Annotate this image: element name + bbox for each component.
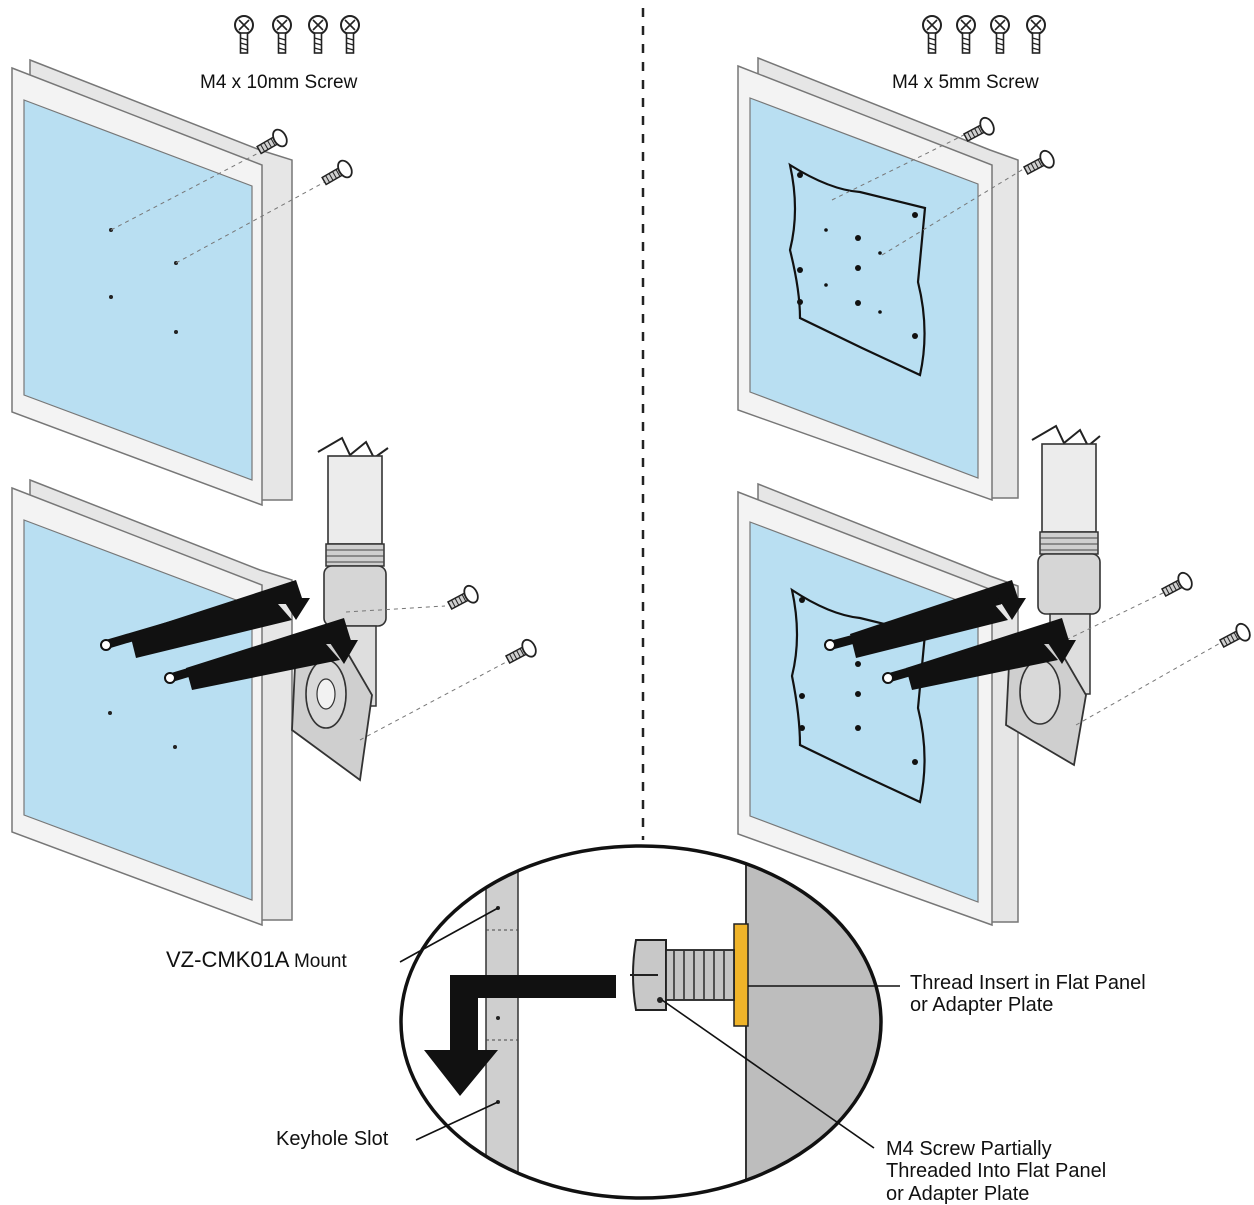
adapter-plate-top [788, 162, 927, 377]
mount-arm-left [291, 436, 389, 782]
mount-model: VZ-CMK01A [166, 947, 290, 972]
down-arrow [130, 580, 358, 690]
keyhole-slot-label: Keyhole Slot [276, 1128, 389, 1150]
detail-view [399, 844, 883, 1200]
leader-line [399, 907, 499, 963]
monitor-right-bottom [737, 482, 1019, 927]
leader-line [415, 1101, 499, 1141]
thread-insert-line2: or Adapter Plate [910, 994, 1054, 1017]
m4-partial-line1: M4 Screw Partially [886, 1138, 1052, 1160]
screw-icon [1026, 15, 1046, 54]
screw-label-left: M4 x 10mm Screw [200, 72, 358, 93]
screw-icon-group-left [234, 15, 360, 54]
screw-icon [318, 157, 356, 190]
screw-icon [1020, 147, 1058, 180]
screw-icon [340, 15, 360, 54]
down-arrow [850, 580, 1076, 690]
screw-icon [234, 15, 254, 54]
screw-icon [990, 15, 1010, 54]
screw-icon [960, 114, 998, 147]
monitor-left-top [11, 58, 333, 507]
monitor-right-top [737, 56, 1019, 502]
screw-label-right: M4 x 5mm Screw [892, 72, 1039, 93]
screw-icon [956, 15, 976, 54]
m4-partial-label: M4 Screw Partially Threaded Into Flat Pa… [886, 1138, 1106, 1205]
screw-icon [444, 582, 482, 615]
mount-label: VZ-CMK01A Mount [166, 947, 347, 973]
mount-word: Mount [293, 951, 347, 972]
thread-insert-line1: Thread Insert in Flat Panel [910, 972, 1146, 994]
monitor-left-bottom [11, 478, 293, 927]
m4-partial-line3: or Adapter Plate [886, 1182, 1030, 1205]
leader-line [661, 999, 875, 1149]
screw-icon [1216, 620, 1254, 653]
thread-insert-label: Thread Insert in Flat Panel or Adapter P… [910, 972, 1146, 1017]
m4-partial-line2: Threaded Into Flat Panel [886, 1160, 1107, 1183]
screw-icon [272, 15, 292, 54]
screw-icon [1158, 569, 1196, 602]
screw-icon-group-right [922, 15, 1046, 54]
screw-icon [922, 15, 942, 54]
screw-icon [502, 636, 540, 669]
mount-arm-right [1005, 424, 1101, 767]
screw-icon [308, 15, 328, 54]
